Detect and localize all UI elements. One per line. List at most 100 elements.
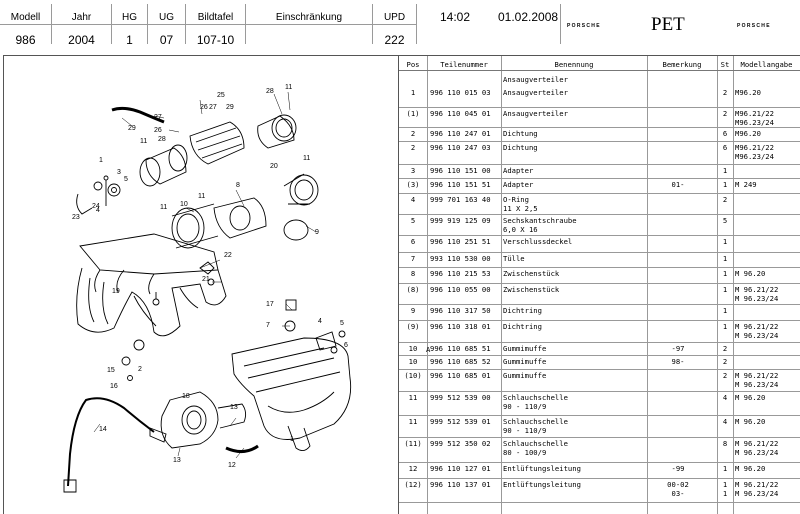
cell-pos: 10 [408, 357, 418, 366]
callout-20[interactable]: 20 [270, 163, 278, 170]
cell-part-number: 999 512 539 01 [430, 417, 491, 426]
column-header-pos[interactable]: Pos [406, 60, 420, 69]
callout-25[interactable]: 25 [217, 92, 225, 99]
cell-model: M 96.21/22 [735, 371, 779, 380]
callout-11[interactable]: 11 [198, 193, 206, 200]
column-header-name[interactable]: Benennung [554, 60, 594, 69]
cell-name: Tülle [503, 254, 525, 263]
callout-7[interactable]: 7 [266, 322, 270, 329]
callout-13[interactable]: 13 [230, 404, 238, 411]
cell-part-number: 996 110 127 01 [430, 464, 491, 473]
callout-9[interactable]: 9 [315, 229, 319, 236]
callout-17[interactable]: 17 [266, 301, 274, 308]
cell-name: O-Ring [503, 195, 529, 204]
callout-29[interactable]: 29 [226, 104, 234, 111]
callout-26[interactable]: 26 [200, 104, 208, 111]
column-header-qty[interactable]: St [720, 60, 730, 69]
callout-4[interactable]: 4 [96, 207, 100, 214]
cover-6 [315, 331, 337, 351]
cell-remark: -99 [671, 464, 685, 473]
cell-remark: 01- [671, 180, 685, 189]
app-title: PET [651, 14, 685, 35]
date: 01.02.2008 [498, 10, 559, 24]
callout-15[interactable]: 15 [107, 367, 115, 374]
cell-part-number: 996 110 247 03 [430, 143, 491, 152]
callout-5[interactable]: 5 [124, 176, 128, 183]
callout-3[interactable]: 3 [117, 169, 121, 176]
callout-4[interactable]: 4 [318, 318, 322, 325]
cell-qty: 2 [722, 109, 728, 118]
parts-table: Pos Teilenummer Benennung Bemerkung St M… [399, 56, 800, 514]
cell-qty: 2 [722, 88, 728, 97]
callout-11[interactable]: 11 [160, 204, 168, 211]
callout-2[interactable]: 2 [138, 366, 142, 373]
callout-11[interactable]: 11 [285, 84, 293, 91]
callout-28[interactable]: 28 [266, 88, 274, 95]
callout-13[interactable]: 13 [173, 457, 181, 464]
cell-name: Schlauchschelle [503, 417, 568, 426]
clamp-11a [139, 157, 161, 187]
cell-name: Verschlussdeckel [503, 237, 573, 246]
callout-18[interactable]: 18 [182, 393, 190, 400]
callout-6[interactable]: 6 [344, 342, 348, 349]
sleeve-right [289, 174, 319, 206]
column-header-remark[interactable]: Bemerkung [662, 60, 702, 69]
callout-28[interactable]: 28 [158, 136, 166, 143]
callout-22[interactable]: 22 [224, 252, 232, 259]
cell-name: Dichtung [503, 143, 538, 152]
callout-10[interactable]: 10 [180, 201, 188, 208]
callout-11[interactable]: 11 [140, 138, 148, 145]
callout-27[interactable]: 27 [154, 114, 162, 121]
callout-16[interactable]: 16 [110, 383, 118, 390]
cell-part-number: 996 110 685 01 [430, 371, 491, 380]
bildtafel-label: Bildtafel [197, 12, 234, 23]
cell-model: M 96.23/24 [735, 488, 779, 498]
callout-1[interactable]: 1 [99, 157, 103, 164]
cell-part-number: 996 110 685 52 [430, 357, 491, 366]
callout-23[interactable]: 23 [72, 214, 80, 221]
cell-qty: 1 [722, 269, 728, 278]
callout-29[interactable]: 29 [128, 125, 136, 132]
callout-5[interactable]: 5 [340, 320, 344, 327]
exploded-parts-diagram[interactable]: 1 1 2 3 4 4 5 5 6 7 8 9 10 11 11 11 11 1… [4, 56, 398, 514]
bildtafel-value: 107-10 [196, 33, 235, 47]
column-header-model[interactable]: Modellangabe [740, 60, 793, 69]
callout-12[interactable]: 12 [228, 462, 236, 469]
column-header-part-number[interactable]: Teilenummer [440, 60, 488, 69]
callout-11[interactable]: 11 [303, 155, 311, 162]
callout-14[interactable]: 14 [99, 426, 107, 433]
cell-remark: -97 [671, 344, 685, 353]
callout-26[interactable]: 26 [154, 127, 162, 134]
cell-qty: 2 [722, 195, 728, 204]
callout-19[interactable]: 19 [112, 288, 120, 295]
callout-21[interactable]: 21 [202, 276, 210, 283]
callout-27[interactable]: 27 [209, 104, 217, 111]
callout-24[interactable]: 24 [92, 203, 100, 210]
header-cell-hg: HG 1 [112, 4, 148, 47]
callout-1[interactable]: 1 [290, 436, 294, 443]
callout-8[interactable]: 8 [236, 182, 240, 189]
cell-pos: 11 [408, 393, 418, 402]
